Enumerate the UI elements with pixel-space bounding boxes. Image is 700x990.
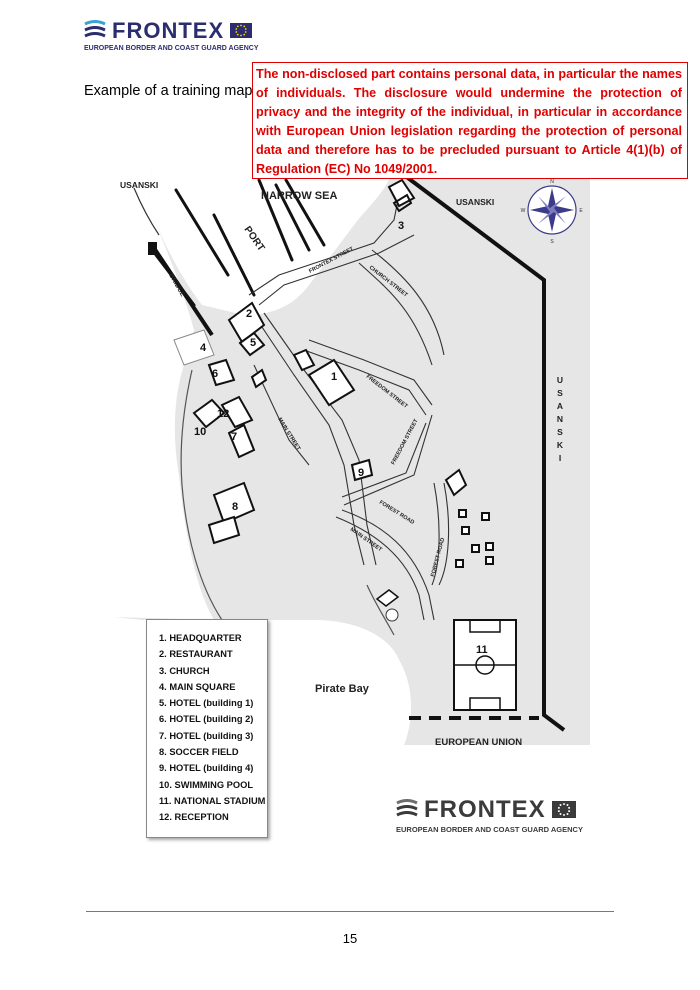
border-usanski	[402, 173, 566, 732]
number-9: 9	[358, 467, 364, 479]
header-wordmark: FRONTEX	[112, 18, 225, 43]
building-hotel-3	[227, 423, 256, 459]
west-sea-water	[114, 165, 214, 620]
frontex-header-logo: FRONTEX EUROPEAN BORDER AND COAST GUARD …	[84, 18, 259, 53]
frontex-waves-icon	[84, 20, 106, 38]
frontex-footer-logo: FRONTEX EUROPEAN BORDER AND COAST GUARD …	[396, 796, 583, 835]
label-narrow-sea: NARROW SEA	[261, 190, 337, 202]
label-usanski-nw: USANSKI	[120, 180, 158, 190]
legend-item: 10. SWIMMING POOL	[159, 779, 254, 790]
legend-item: 9. HOTEL (building 4)	[159, 763, 254, 774]
buildings	[173, 178, 494, 568]
legend-item: 6. HOTEL (building 2)	[159, 714, 254, 725]
narrow-sea-water	[149, 165, 394, 315]
number-5: 5	[250, 337, 256, 349]
number-3: 3	[398, 220, 404, 232]
compass-n-label: N	[550, 179, 554, 185]
legend-item: 11. NATIONAL STADIUM	[159, 795, 266, 806]
legend-item: 3. CHURCH	[159, 665, 210, 676]
page-number: 15	[342, 931, 358, 946]
building-pool	[192, 398, 226, 429]
compass-rose: N S E W	[521, 179, 584, 245]
pirate-bay-water	[254, 620, 411, 745]
legend-item: 1. HEADQUARTER	[159, 633, 242, 643]
compass-w-label: W	[521, 208, 526, 214]
number-8: 8	[232, 501, 238, 513]
eu-flag-icon	[230, 23, 253, 38]
national-stadium	[453, 619, 517, 711]
building-hotel-4	[350, 458, 374, 482]
map-caption: Example of a training map	[84, 83, 253, 99]
number-12: 12	[217, 408, 229, 420]
building-reception	[220, 395, 254, 429]
footer-wordmark: FRONTEX	[424, 796, 546, 823]
footer-rule	[86, 911, 614, 912]
number-2: 2	[246, 308, 252, 320]
number-1: 1	[331, 371, 337, 383]
building-restaurant	[227, 301, 266, 344]
legend-item: 12. RECEPTION	[159, 812, 229, 823]
building-headquarter	[307, 358, 356, 407]
number-11: 11	[476, 644, 488, 656]
footer-logo-subtitle: EUROPEAN BORDER AND COAST GUARD AGENCY	[396, 825, 583, 834]
number-6: 6	[212, 368, 218, 380]
compass-s-label: S	[550, 239, 554, 245]
bridge	[150, 243, 214, 337]
compass-e-label: E	[579, 208, 583, 214]
building-soccer-field	[212, 481, 256, 525]
number-10: 10	[194, 426, 206, 438]
header-logo-subtitle: EUROPEAN BORDER AND COAST GUARD AGENCY	[84, 45, 259, 52]
main-square	[173, 329, 215, 366]
legend-item: 8. SOCCER FIELD	[159, 747, 239, 758]
building-hotel-2	[207, 358, 236, 387]
label-usanski-ne: USANSKI	[456, 197, 494, 207]
building-church	[387, 178, 416, 208]
legend-item: 4. MAIN SQUARE	[159, 681, 236, 692]
number-7: 7	[231, 431, 237, 443]
redaction-notice: The non-disclosed part contains personal…	[252, 62, 688, 179]
legend-item: 7. HOTEL (building 3)	[159, 730, 254, 741]
training-map: N S E W USANSKI NARROW SEA USANSKI PORT …	[114, 165, 590, 745]
label-european-union: EUROPEAN UNION	[435, 737, 522, 745]
number-4: 4	[200, 342, 207, 354]
map-legend: 1. HEADQUARTER 2. RESTAURANT 3. CHURCH 4…	[146, 619, 268, 838]
eu-flag-icon	[551, 801, 576, 818]
legend-item: 5. HOTEL (building 1)	[159, 698, 254, 709]
legend-item: 2. RESTAURANT	[159, 649, 233, 660]
label-pirate-bay: Pirate Bay	[315, 683, 370, 695]
frontex-waves-icon	[396, 799, 418, 817]
